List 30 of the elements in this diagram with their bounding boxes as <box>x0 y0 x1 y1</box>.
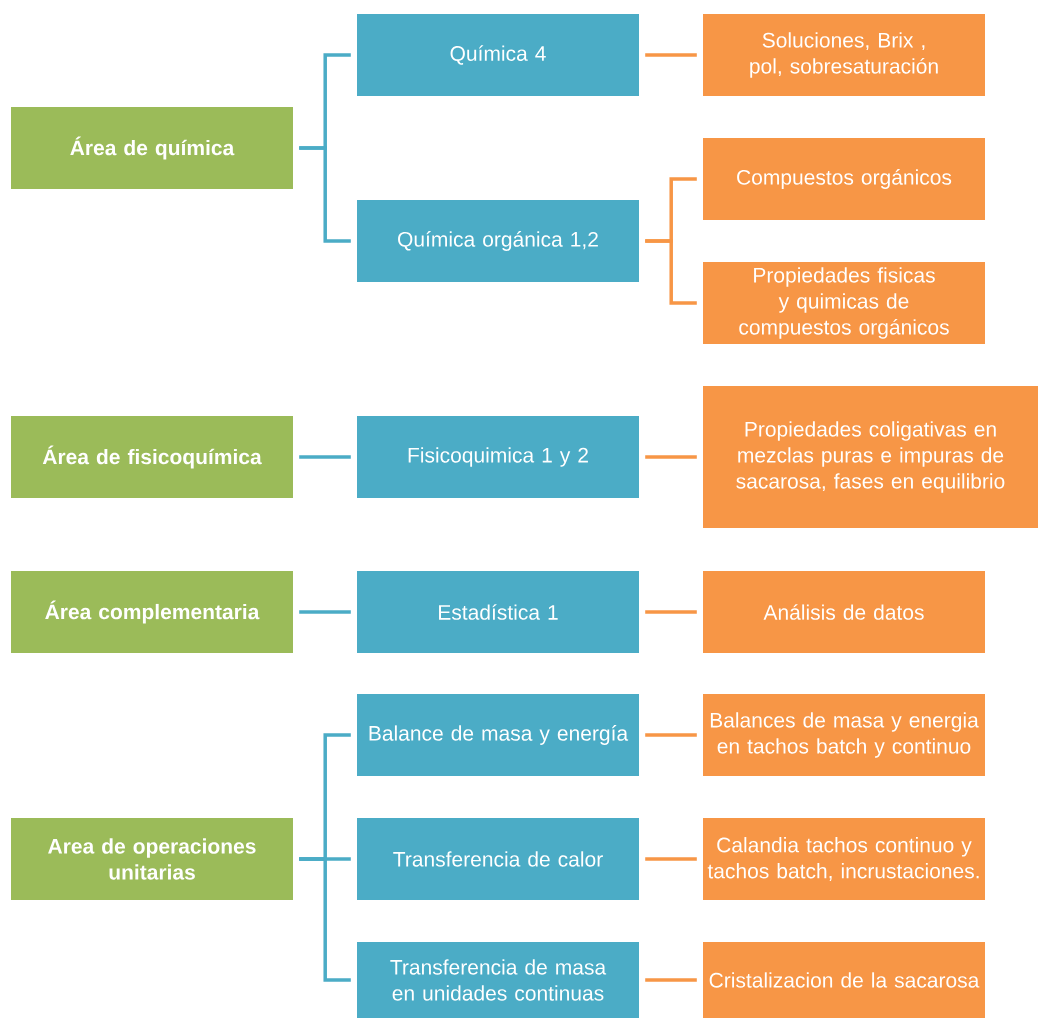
area-box: Área de fisicoquímica <box>11 416 293 498</box>
connector-line <box>645 455 697 459</box>
course-box: Fisicoquimica 1 y 2 <box>357 416 639 498</box>
topic-box: Propiedades fisicas y quimicas de compuestos orgánicos <box>703 262 985 344</box>
course-box: Balance de masa y energía <box>357 694 639 776</box>
connector-line <box>645 239 697 305</box>
connector-line <box>645 733 697 737</box>
area-box: Area de operaciones unitarias <box>11 818 293 900</box>
area-box: Área de química <box>11 107 293 189</box>
connector-line <box>645 857 697 861</box>
topic-box: Calandia tachos continuo y tachos batch, incrustaciones. <box>703 818 985 900</box>
connector-line <box>299 146 351 243</box>
course-box: Química orgánica 1,2 <box>357 200 639 282</box>
connector-line <box>299 857 351 982</box>
course-box: Estadística 1 <box>357 571 639 653</box>
topic-box: Propiedades coligativas en mezclas puras e impuras de sacarosa, fases en equilibrio <box>703 386 1038 528</box>
topic-box: Balances de masa y energia en tachos batch y continuo <box>703 694 985 776</box>
course-box: Transferencia de masa en unidades continuas <box>357 942 639 1018</box>
topic-box: Compuestos orgánicos <box>703 138 985 220</box>
connector-line <box>299 610 351 614</box>
topic-box: Soluciones, Brix , pol, sobresaturación <box>703 14 985 96</box>
topic-box: Análisis de datos <box>703 571 985 653</box>
area-box: Área complementaria <box>11 571 293 653</box>
course-box: Química 4 <box>357 14 639 96</box>
course-box: Transferencia de calor <box>357 818 639 900</box>
connector-line <box>645 53 697 57</box>
topic-box: Cristalizacion de la sacarosa <box>703 942 985 1018</box>
connector-line <box>645 978 697 982</box>
connector-line <box>645 610 697 614</box>
connector-line <box>299 455 351 459</box>
